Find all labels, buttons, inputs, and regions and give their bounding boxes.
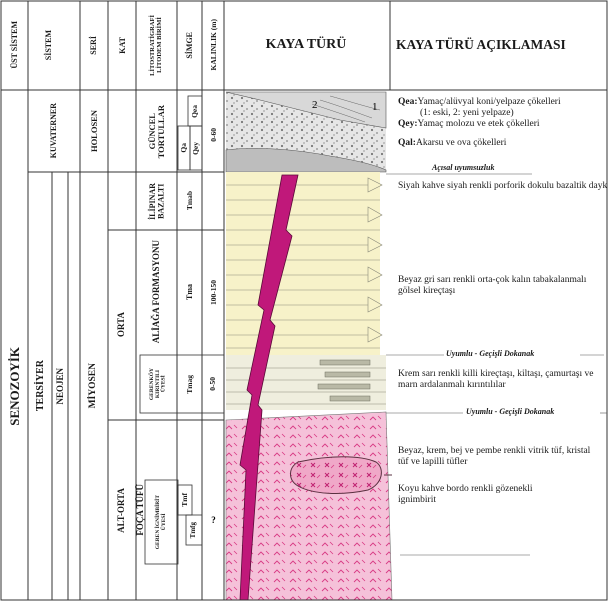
desc-tmag: Krem sarı renkli killi kireçtaşı, kiltaş…: [398, 369, 603, 391]
label-kuvaterner: KUVATERNER: [30, 92, 78, 170]
label-neojen: NEOJEN: [53, 172, 68, 600]
limestone-lithology: [226, 172, 380, 355]
thickness-foca: ?: [203, 500, 224, 540]
thickness-gerenkoy: 0-50: [202, 355, 224, 413]
unit-gerenkoy-kirintili: GERENKÖY KIRINTILI ÜYESİ: [140, 355, 177, 413]
symbol-qey: Qey: [190, 126, 202, 170]
desc-tma: Beyaz gri sarı renkli orta-çok kalın tab…: [398, 275, 588, 297]
contact-acisal-uyumsuzluk: Açısal uyumsuzluk: [432, 163, 494, 172]
label-alt-orta: ALT-ORTA: [108, 420, 136, 600]
label-holosen: HOLOSEN: [80, 92, 108, 170]
symbol-qa: Qa: [178, 126, 190, 170]
unit-guncel-tortullar: GÜNCEL TORTULLAR: [138, 92, 176, 172]
desc-qea-sub: (1: eski, 2: yeni yelpaze): [420, 108, 514, 119]
symbol-tmag: Tmag: [177, 355, 202, 413]
contact-uyumlu-gecisli-2: Uyumlu - Geçişli Dokanak: [466, 407, 554, 416]
desc-tmfg: Koyu kahve bordo renkli gözenekli ignimb…: [398, 484, 548, 506]
symbol-tmf: Tmf: [178, 485, 192, 515]
label-senozoyik: SENOZOYİK: [2, 172, 28, 600]
label-tersiyer: TERSİYER: [30, 172, 52, 600]
desc-qea: Qea:Yamaç/alüvyal koni/yelpaze çökelleri: [398, 97, 561, 108]
thickness-aliaga: 100-150: [203, 232, 224, 352]
fan-label-1: 1: [372, 101, 378, 113]
fan-label-2: 2: [312, 99, 318, 111]
label-orta: ORTA: [108, 230, 136, 420]
symbol-tmab: Tmab: [178, 172, 202, 230]
desc-qey: Qey:Yamaç molozu ve etek çökelleri: [398, 119, 540, 130]
desc-tmab: Siyah kahve siyah renkli porforik dokulu…: [398, 181, 608, 192]
unit-ilipinar-bazalti: İLİPINAR BAZALTI: [138, 172, 176, 230]
symbol-tma: Tma: [178, 232, 202, 352]
symbol-tmfg: Tmfg: [186, 515, 202, 545]
desc-tmf: Beyaz, krem, bej ve pembe renkli vitrik …: [398, 446, 603, 468]
unit-aliaga-formasyonu: ALİAĞA FORMASYONU: [138, 232, 176, 352]
thickness-quaternary: 0-60: [203, 100, 224, 170]
desc-qal: Qal:Akarsu ve ova çökelleri: [398, 138, 506, 149]
contact-uyumlu-gecisli-1: Uyumlu - Geçişli Dokanak: [446, 349, 534, 358]
unit-geren-ignimbirit: GEREN İGNİMBİRİT ÜYESİ: [146, 480, 178, 564]
label-miyosen: MİYOSEN: [80, 172, 108, 600]
symbol-qea: Qea: [188, 96, 202, 126]
unit-foca-tufu: FOÇA TÜFÜ: [136, 420, 146, 600]
ignimbrite-lens: [291, 457, 382, 494]
